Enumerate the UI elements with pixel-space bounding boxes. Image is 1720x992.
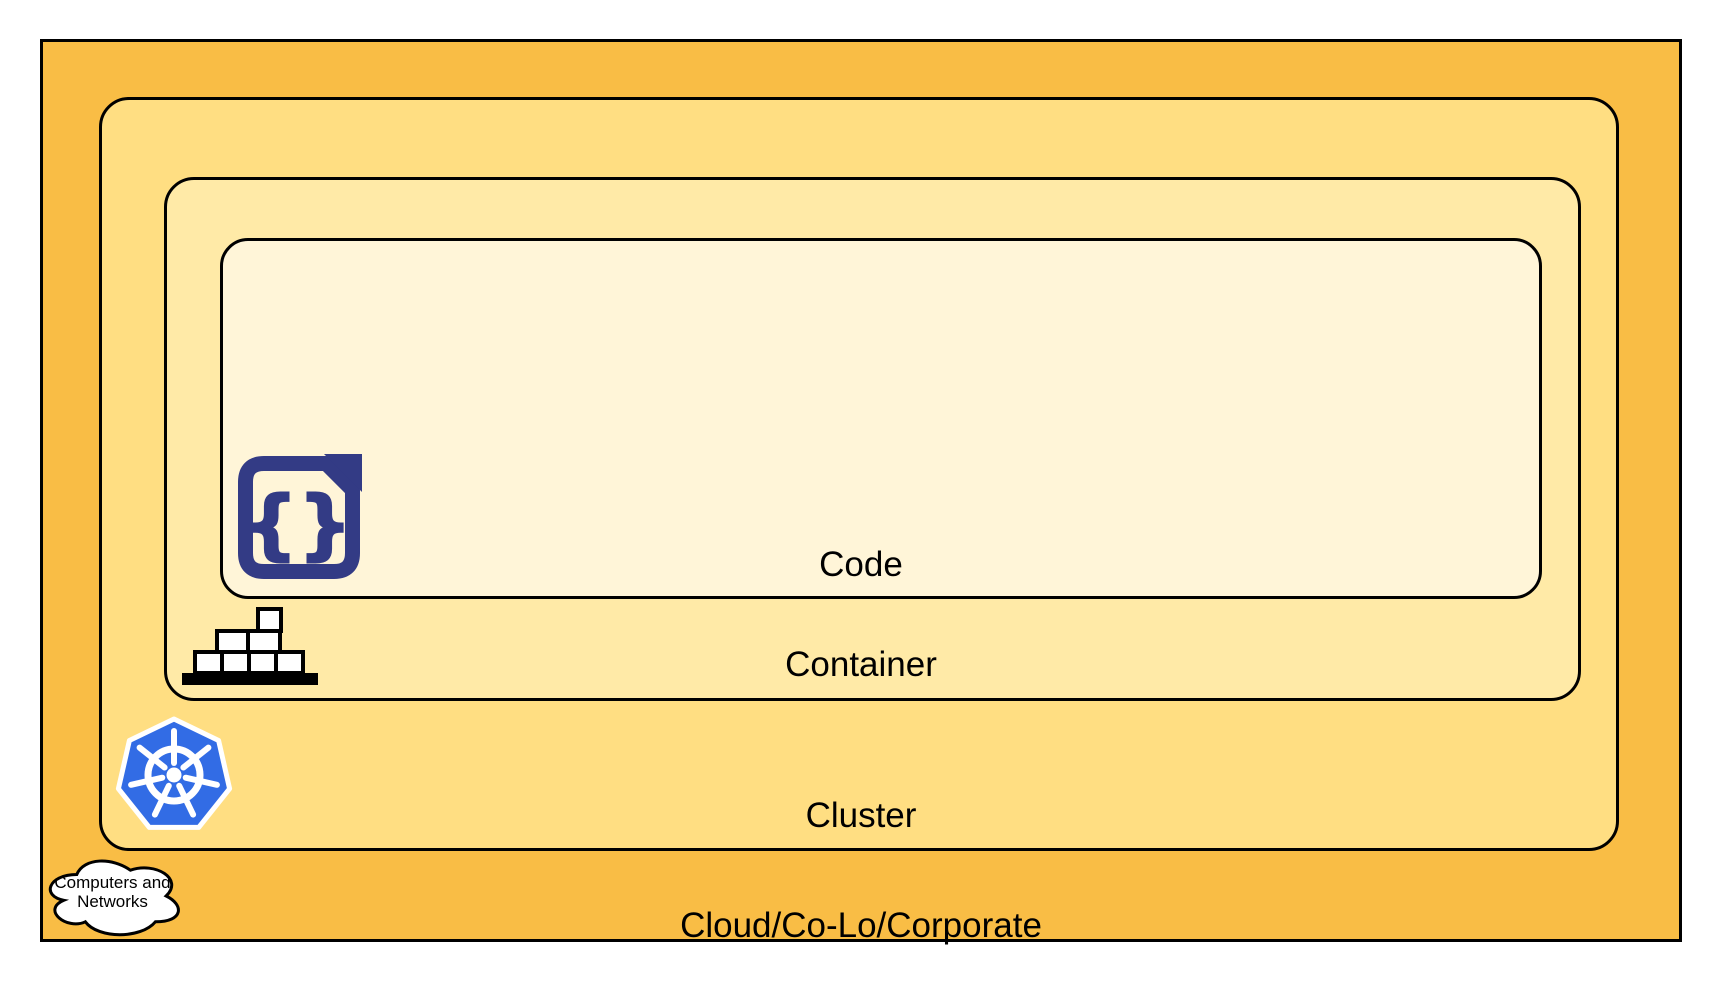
layer-code bbox=[220, 238, 1542, 599]
container-blocks-group bbox=[193, 607, 305, 675]
cloud-outline bbox=[48, 859, 180, 937]
code-label: Code bbox=[819, 545, 903, 584]
cloud-callout-label: Computers and Networks bbox=[41, 873, 184, 911]
cloud-callout-line2: Networks bbox=[77, 892, 148, 911]
kubernetes-wheel bbox=[128, 728, 220, 818]
kubernetes-wheel-hub bbox=[166, 767, 182, 783]
cloud-callout-line1: Computers and bbox=[54, 873, 171, 892]
cloud-datacenter-label-line1: Cloud/Co-Lo/Corporate bbox=[680, 906, 1042, 945]
code-file-fold bbox=[324, 454, 362, 492]
container-base-bar bbox=[182, 673, 318, 685]
container-label: Container bbox=[785, 645, 937, 684]
code-file-outline bbox=[238, 456, 360, 579]
cloud-icon bbox=[48, 859, 180, 937]
code-file-icon: {} bbox=[238, 454, 362, 579]
container-blocks-icon bbox=[182, 607, 318, 685]
cluster-label: Cluster bbox=[805, 796, 917, 835]
cloud-datacenter-label-line2: Datacenter bbox=[40, 986, 1682, 992]
code-braces-glyph: {} bbox=[244, 479, 352, 568]
kubernetes-icon bbox=[115, 716, 233, 830]
cloud-datacenter-label: Cloud/Co-Lo/Corporate Datacenter bbox=[40, 866, 1682, 992]
